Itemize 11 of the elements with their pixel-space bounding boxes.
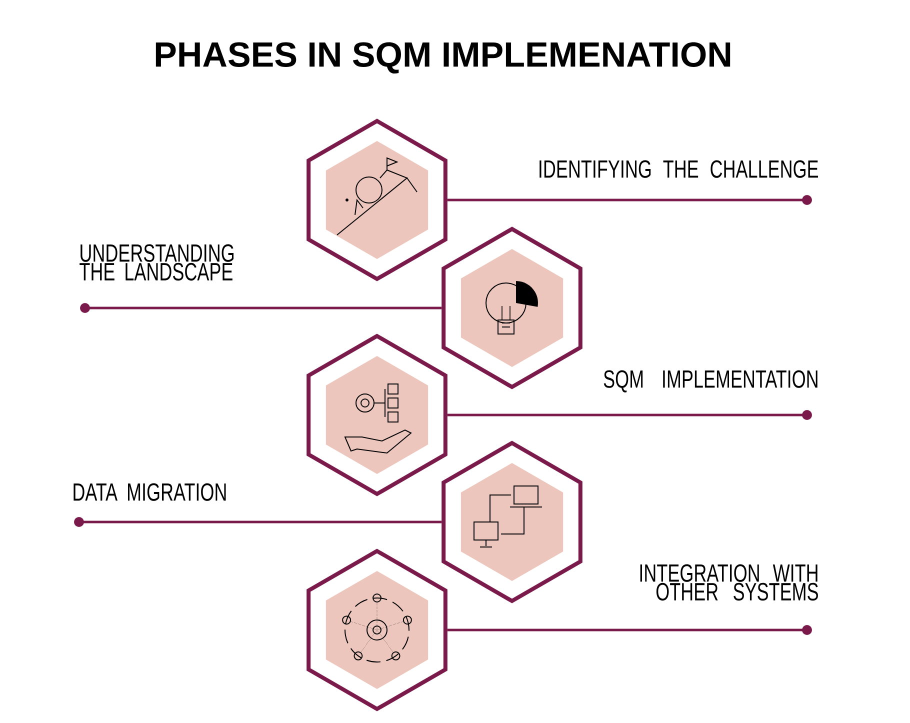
- phase-label: UNDERSTANDING THE LANDSCAPE: [80, 244, 234, 281]
- connector-line: [80, 303, 442, 313]
- connector-line: [447, 410, 812, 420]
- connector-line: [447, 625, 812, 635]
- phase-label: SQM IMPLEMENTATION: [604, 370, 818, 392]
- phase-label: INTEGRATION WITH OTHER SYSTEMS: [640, 564, 818, 601]
- connector-line: [74, 517, 442, 527]
- title: PHASES IN SQM IMPLEMENATION: [156, 42, 730, 74]
- phase-label: IDENTIFYING THE CHALLENGE: [540, 160, 818, 178]
- phase-label: DATA MIGRATION: [74, 483, 226, 501]
- connector-line: [447, 195, 812, 205]
